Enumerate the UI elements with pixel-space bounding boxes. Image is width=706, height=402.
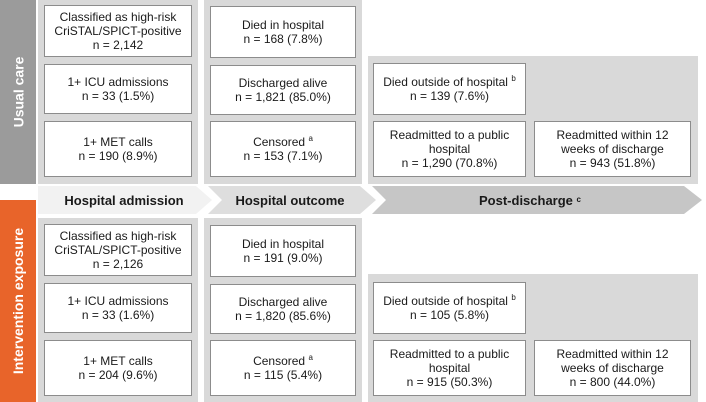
usual-classified-box: Classified as high-risk CriSTAL/SPICT-po… xyxy=(44,5,192,57)
usual-died-box: Died in hospital n = 168 (7.8%) xyxy=(210,6,356,58)
usual-discharged-box: Discharged alive n = 1,821 (85.0%) xyxy=(210,65,356,115)
post-stage-arrow xyxy=(372,186,702,214)
intervention-classified-box: Classified as high-risk CriSTAL/SPICT-po… xyxy=(44,224,192,276)
intervention-censored-box: Censored a n = 115 (5.4%) xyxy=(210,340,356,396)
intervention-died-outside-box: Died outside of hospital b n = 105 (5.8%… xyxy=(373,282,526,334)
usual-readmitted-box: Readmitted to a public hospital n = 1,29… xyxy=(373,121,526,177)
admission-stage-arrow xyxy=(38,186,212,214)
intervention-readmitted-box: Readmitted to a public hospital n = 915 … xyxy=(373,340,526,396)
usual-care-side-bar: Usual care xyxy=(0,0,36,184)
intervention-readmitted12-box: Readmitted within 12 weeks of discharge … xyxy=(534,340,691,396)
intervention-met-box: 1+ MET calls n = 204 (9.6%) xyxy=(44,340,192,396)
outcome-stage-arrow xyxy=(208,186,376,214)
usual-censored-box: Censored a n = 153 (7.1%) xyxy=(210,121,356,177)
stage-label-admission: Hospital admission xyxy=(64,192,184,208)
usual-met-box: 1+ MET calls n = 190 (8.9%) xyxy=(44,121,192,177)
stage-label-post: Post-discharge c xyxy=(479,192,581,208)
usual-readmitted12-box: Readmitted within 12 weeks of discharge … xyxy=(534,121,691,177)
intervention-discharged-box: Discharged alive n = 1,820 (85.6%) xyxy=(210,284,356,334)
intervention-died-box: Died in hospital n = 191 (9.0%) xyxy=(210,225,356,277)
usual-died-outside-box: Died outside of hospital b n = 139 (7.6%… xyxy=(373,63,526,115)
usual-icu-box: 1+ ICU admissions n = 33 (1.5%) xyxy=(44,64,192,114)
intervention-side-bar: Intervention exposure xyxy=(0,200,36,402)
stage-label-outcome: Hospital outcome xyxy=(235,192,345,208)
intervention-icu-box: 1+ ICU admissions n = 33 (1.6%) xyxy=(44,283,192,333)
